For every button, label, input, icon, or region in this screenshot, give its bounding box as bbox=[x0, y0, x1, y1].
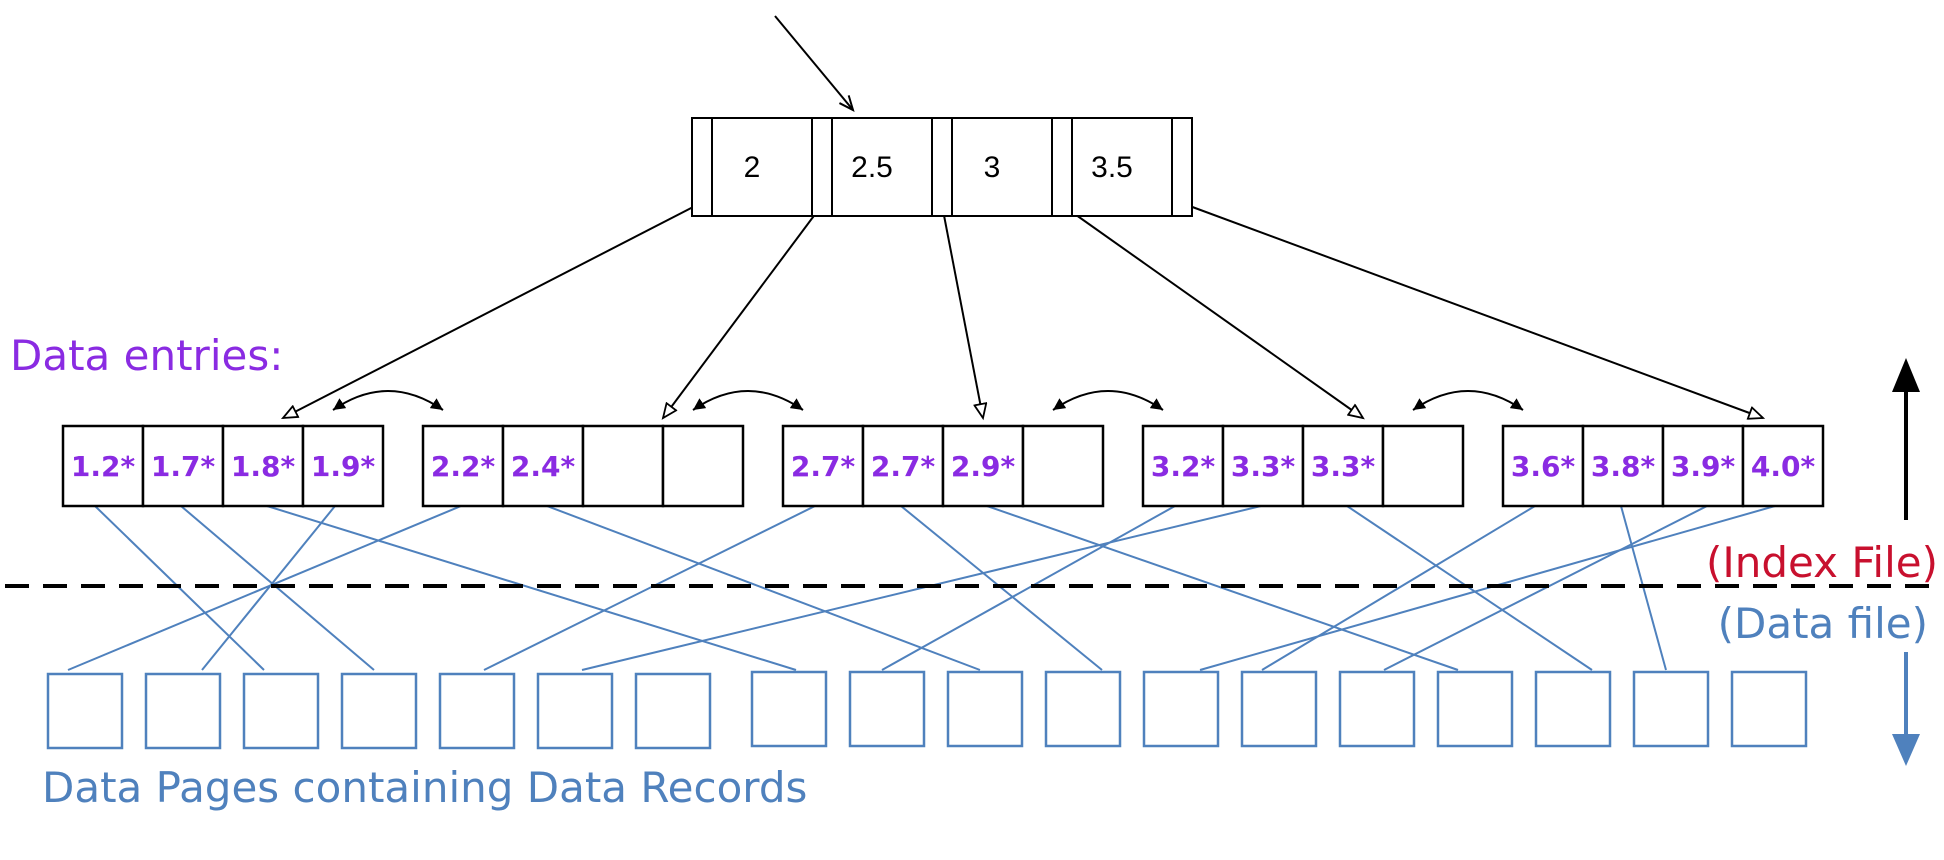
leaf-slot bbox=[941, 424, 1025, 508]
leaf-slot bbox=[1381, 424, 1465, 508]
leaf-node: 3.2* 3.3* 3.3* bbox=[1141, 424, 1465, 508]
data-page bbox=[1338, 670, 1416, 748]
data-page bbox=[1044, 670, 1122, 748]
data-page bbox=[1730, 670, 1808, 748]
leaf-slot bbox=[581, 424, 665, 508]
data-page bbox=[1534, 670, 1612, 748]
index-file-label: (Index File) bbox=[1706, 538, 1938, 587]
data-page bbox=[848, 670, 926, 748]
child-pointer bbox=[663, 204, 823, 418]
data-entry: 3.6* bbox=[1511, 450, 1576, 483]
data-page bbox=[1632, 670, 1710, 748]
root-key: 2 bbox=[744, 151, 761, 184]
data-file-label: (Data file) bbox=[1718, 599, 1928, 648]
leaf-slot bbox=[861, 424, 945, 508]
sibling-pointer bbox=[1052, 390, 1164, 411]
leaf-slot bbox=[1301, 424, 1385, 508]
leaf-node: 2.2* 2.4* bbox=[421, 424, 745, 508]
leaf-node: 3.6* 3.8* 3.9* 4.0* bbox=[1501, 424, 1825, 508]
data-page bbox=[946, 670, 1024, 748]
child-pointer bbox=[1061, 204, 1363, 418]
entry-arrow bbox=[774, 15, 855, 112]
data-page bbox=[1240, 670, 1318, 748]
sibling-pointer bbox=[1412, 390, 1524, 411]
root-node: 2 2.5 3 3.5 bbox=[691, 117, 1193, 217]
record-pointer bbox=[881, 505, 1176, 671]
record-pointer bbox=[67, 505, 462, 671]
leaf-nodes: 1.2* 1.7* 1.8* 1.9* 2.2* 2.4* 2.7* 2.7* 2.9* 3.2*… bbox=[61, 424, 1825, 508]
data-entries-label: Data entries: bbox=[10, 331, 283, 380]
data-page bbox=[438, 672, 516, 750]
record-pointer bbox=[201, 505, 336, 671]
data-entry: 1.7* bbox=[151, 450, 216, 483]
data-pages bbox=[46, 670, 1808, 750]
leaf-slot bbox=[301, 424, 385, 508]
root-key: 3 bbox=[984, 151, 1001, 184]
record-pointer bbox=[546, 505, 981, 671]
sibling-pointers bbox=[332, 390, 1524, 411]
data-entry: 3.3* bbox=[1231, 450, 1296, 483]
data-entry: 4.0* bbox=[1751, 450, 1816, 483]
leaf-node: 2.7* 2.7* 2.9* bbox=[781, 424, 1105, 508]
data-page bbox=[144, 672, 222, 750]
record-pointer bbox=[483, 505, 816, 671]
data-page bbox=[1142, 670, 1220, 748]
leaf-slot bbox=[1661, 424, 1745, 508]
leaf-node: 1.2* 1.7* 1.8* 1.9* bbox=[61, 424, 385, 508]
data-entry: 2.4* bbox=[511, 450, 576, 483]
data-entry: 2.2* bbox=[431, 450, 496, 483]
data-page bbox=[340, 672, 418, 750]
data-page bbox=[242, 672, 320, 750]
data-page bbox=[750, 670, 828, 748]
data-page bbox=[1436, 670, 1514, 748]
data-entry: 3.8* bbox=[1591, 450, 1656, 483]
data-page bbox=[46, 672, 124, 750]
child-pointer bbox=[1186, 204, 1763, 418]
leaf-slot bbox=[61, 424, 145, 508]
data-page bbox=[536, 672, 614, 750]
root-node-box bbox=[691, 117, 1193, 217]
record-pointer bbox=[266, 505, 797, 671]
child-pointer bbox=[941, 204, 983, 418]
data-entry: 2.9* bbox=[951, 450, 1016, 483]
leaf-slot bbox=[1021, 424, 1105, 508]
leaf-slot bbox=[1141, 424, 1225, 508]
child-pointer bbox=[283, 204, 698, 418]
down-arrow bbox=[1892, 652, 1920, 766]
record-pointer bbox=[1261, 505, 1536, 671]
leaf-slot bbox=[1581, 424, 1665, 508]
data-pages-label: Data Pages containing Data Records bbox=[42, 763, 807, 812]
sibling-pointer bbox=[692, 390, 804, 411]
root-key: 2.5 bbox=[851, 151, 893, 184]
data-entry: 3.2* bbox=[1151, 450, 1216, 483]
data-entry: 1.9* bbox=[311, 450, 376, 483]
data-entry: 2.7* bbox=[871, 450, 936, 483]
data-entry: 3.9* bbox=[1671, 450, 1736, 483]
leaf-slot bbox=[781, 424, 865, 508]
data-page bbox=[634, 672, 712, 750]
child-pointers bbox=[283, 204, 1763, 418]
up-arrow bbox=[1892, 358, 1920, 520]
leaf-slot bbox=[1741, 424, 1825, 508]
data-entry: 1.2* bbox=[71, 450, 136, 483]
leaf-slot bbox=[421, 424, 505, 508]
data-entry: 3.3* bbox=[1311, 450, 1376, 483]
data-entry: 1.8* bbox=[231, 450, 296, 483]
root-key: 3.5 bbox=[1091, 151, 1133, 184]
leaf-slot bbox=[661, 424, 745, 508]
data-entry: 2.7* bbox=[791, 450, 856, 483]
leaf-slot bbox=[1501, 424, 1585, 508]
leaf-slot bbox=[501, 424, 585, 508]
leaf-slot bbox=[141, 424, 225, 508]
leaf-slot bbox=[221, 424, 305, 508]
leaf-slot bbox=[1221, 424, 1305, 508]
sibling-pointer bbox=[332, 390, 444, 411]
